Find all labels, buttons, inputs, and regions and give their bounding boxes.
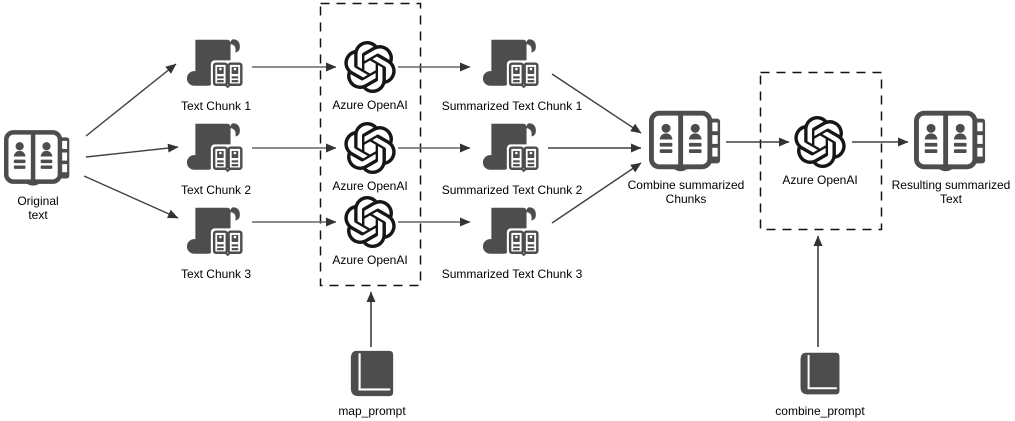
node-resulting-summarized-text: Resulting summarized Text [886, 108, 1015, 206]
node-label: Summarized Text Chunk 1 [441, 99, 583, 113]
node-label: Text Chunk 3 [180, 267, 252, 281]
node-summarized-text-chunk-1: Summarized Text Chunk 1 [427, 37, 597, 113]
arrow-summ3-to-combine [551, 162, 642, 224]
closed-book-icon [347, 349, 397, 399]
closed-book-icon [797, 349, 843, 399]
node-label: Combine summarized Chunks [627, 178, 745, 207]
scroll-with-book-icon [186, 121, 246, 179]
node-label: Azure OpenAI [782, 173, 858, 187]
node-map-prompt: map_prompt [317, 349, 427, 418]
node-combine-summarized-chunks: Combine summarized Chunks [616, 108, 756, 206]
scroll-with-book-icon [186, 205, 246, 263]
openai-logo-icon [344, 196, 396, 248]
open-book-contacts-icon [914, 108, 988, 172]
node-label: Summarized Text Chunk 3 [441, 267, 583, 281]
node-label: Azure OpenAI [332, 98, 408, 112]
node-azure-openai-combine: Azure OpenAI [760, 116, 880, 187]
node-azure-openai-map-1: Azure OpenAI [315, 41, 425, 112]
node-label: Text Chunk 2 [180, 183, 252, 197]
node-label: map_prompt [338, 404, 406, 418]
node-label: Summarized Text Chunk 2 [441, 183, 583, 197]
open-book-contacts-icon [4, 126, 72, 188]
node-label: Azure OpenAI [332, 179, 408, 193]
map-stage-dashed-box [319, 2, 422, 287]
node-summarized-text-chunk-3: Summarized Text Chunk 3 [427, 205, 597, 281]
openai-logo-icon [794, 116, 846, 168]
scroll-with-book-icon [186, 37, 246, 95]
scroll-with-book-icon [482, 121, 542, 179]
arrow-original-to-chunk1 [85, 63, 177, 137]
arrow-summ1-to-combine [551, 73, 642, 134]
node-combine-prompt: combine_prompt [760, 349, 880, 418]
open-book-contacts-icon [649, 108, 723, 172]
node-label: combine_prompt [775, 404, 865, 418]
combine-stage-dashed-box [759, 71, 883, 231]
arrow-original-to-chunk2 [85, 143, 179, 158]
node-azure-openai-map-2: Azure OpenAI [315, 122, 425, 193]
node-summarized-text-chunk-2: Summarized Text Chunk 2 [427, 121, 597, 197]
node-original-text: Original text [0, 126, 83, 222]
openai-logo-icon [344, 41, 396, 93]
node-text-chunk-2: Text Chunk 2 [151, 121, 281, 197]
node-label: Azure OpenAI [332, 253, 408, 267]
node-label: Text Chunk 1 [180, 99, 252, 113]
node-azure-openai-map-3: Azure OpenAI [315, 196, 425, 267]
node-label: Original text [17, 194, 59, 223]
scroll-with-book-icon [482, 37, 542, 95]
node-text-chunk-1: Text Chunk 1 [151, 37, 281, 113]
openai-logo-icon [344, 122, 396, 174]
node-text-chunk-3: Text Chunk 3 [151, 205, 281, 281]
arrow-original-to-chunk3 [83, 175, 179, 219]
scroll-with-book-icon [482, 205, 542, 263]
node-label: Resulting summarized Text [891, 178, 1011, 207]
